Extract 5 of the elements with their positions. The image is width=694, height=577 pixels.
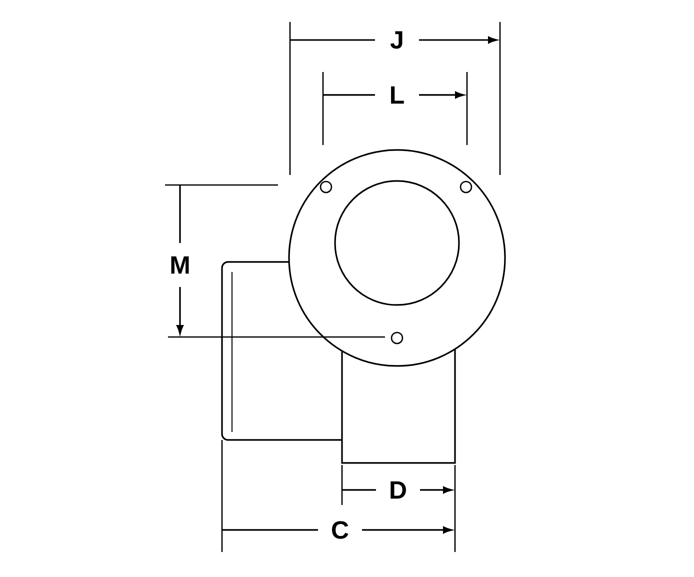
dimension-label: C [332, 521, 348, 539]
dimension-label: M [171, 256, 189, 274]
dimension-label: D [390, 481, 406, 499]
dimension-label: J [390, 31, 402, 49]
dimension-label: L [391, 86, 404, 104]
